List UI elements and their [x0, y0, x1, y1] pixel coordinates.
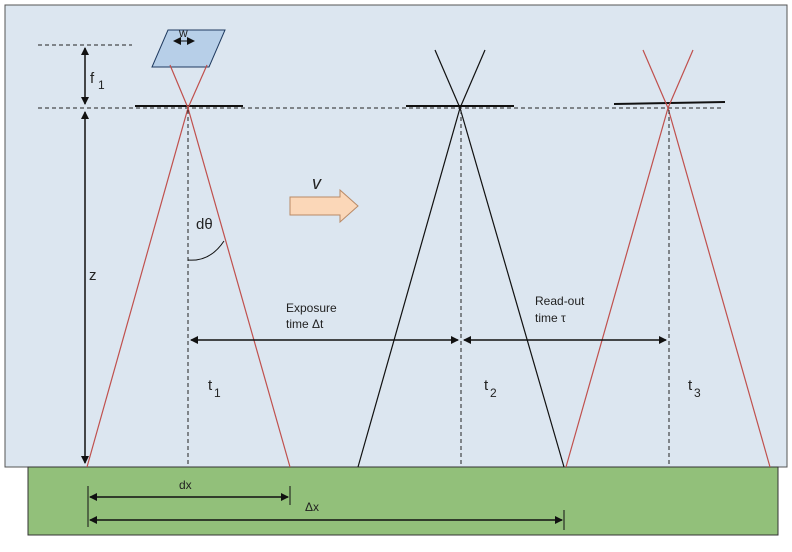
fov2-upper-left-ray	[434, 49, 461, 109]
readout-label-line2: time τ	[535, 311, 566, 325]
sensor-ray-left	[169, 64, 189, 109]
w-label: w	[178, 26, 188, 40]
sensor-parallelogram-icon	[151, 29, 226, 68]
Dx-label: Δx	[305, 500, 319, 514]
exposure-label-line1: Exposure	[286, 301, 337, 315]
exposure-label-line2: time Δt	[286, 317, 324, 331]
fov2-right-ray	[459, 107, 565, 468]
fov2-upper-right-ray	[459, 49, 486, 109]
t2-subscript: 2	[490, 386, 497, 400]
fov2-left-ray	[357, 107, 461, 468]
dx-label: dx	[179, 478, 192, 492]
velocity-label: v	[312, 173, 322, 193]
f-subscript: 1	[98, 78, 105, 92]
fov3-left-ray	[565, 107, 669, 468]
t3-subscript: 3	[694, 386, 701, 400]
t1-subscript: 1	[214, 386, 221, 400]
fov1-left-ray	[86, 107, 189, 468]
fov3-upper-right-ray	[667, 49, 694, 109]
z-label: z	[89, 267, 97, 284]
t2-label: t	[484, 377, 489, 394]
dtheta-arc	[187, 240, 225, 261]
sensor-ray-right	[187, 64, 208, 109]
sky-panel	[4, 4, 788, 468]
right-arrow-icon	[289, 188, 359, 224]
t3-label: t	[688, 377, 693, 394]
ground-panel	[27, 466, 779, 536]
fov3-right-ray	[667, 107, 771, 468]
dtheta-label: dθ	[196, 216, 213, 233]
t1-label: t	[208, 377, 213, 394]
f-label: f	[90, 70, 95, 87]
fov1-right-ray	[187, 107, 291, 468]
lens-plate-3	[613, 101, 726, 105]
readout-label-line1: Read-out	[535, 294, 585, 308]
fov3-upper-left-ray	[642, 49, 669, 109]
